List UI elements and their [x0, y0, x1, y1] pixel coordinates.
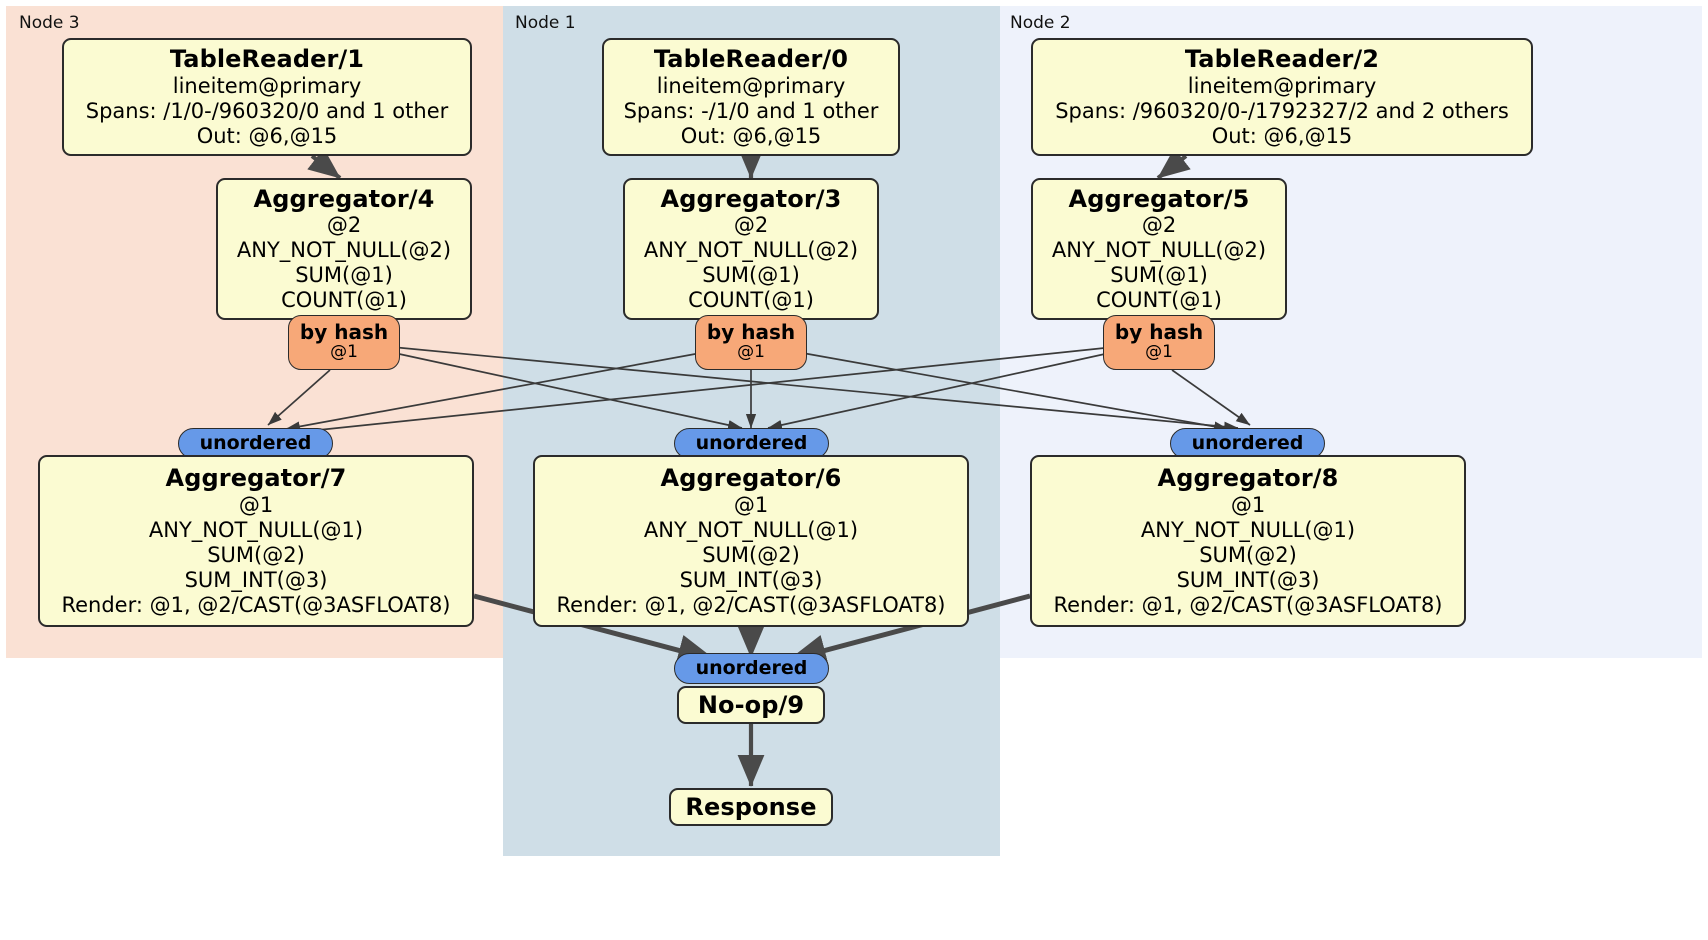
box-line: ANY_NOT_NULL(@1) [1140, 517, 1356, 542]
box-title: Response [685, 792, 817, 821]
box-line: SUM(@2) [702, 542, 800, 567]
box-line: SUM_INT(@3) [679, 567, 823, 592]
box-line: @2 [1141, 213, 1177, 238]
box-line: SUM(@1) [295, 263, 393, 288]
badge-label: by hash [1114, 320, 1204, 345]
panel-node-1-label: Node 1 [515, 13, 576, 33]
box-line: @2 [733, 213, 769, 238]
box-title: Aggregator/8 [1157, 464, 1339, 493]
box-line: SUM_INT(@3) [1176, 567, 1320, 592]
box-title: No-op/9 [697, 690, 805, 719]
box-aggregator-3[interactable]: Aggregator/3 @2 ANY_NOT_NULL(@2) SUM(@1)… [623, 178, 879, 320]
box-tablereader-2[interactable]: TableReader/2 lineitem@primary Spans: /9… [1031, 38, 1533, 156]
badge-sublabel: @1 [737, 342, 765, 363]
box-title: Aggregator/4 [253, 184, 435, 213]
panel-node-2-label: Node 2 [1010, 13, 1071, 33]
box-line: SUM(@1) [702, 263, 800, 288]
box-aggregator-5[interactable]: Aggregator/5 @2 ANY_NOT_NULL(@2) SUM(@1)… [1031, 178, 1287, 320]
box-line: ANY_NOT_NULL(@2) [643, 238, 859, 263]
box-line: SUM(@2) [1199, 542, 1297, 567]
badge-sublabel: @1 [330, 342, 358, 363]
box-line: Out: @6,@15 [1211, 123, 1353, 148]
box-line: lineitem@primary [172, 73, 362, 98]
box-aggregator-8[interactable]: Aggregator/8 @1 ANY_NOT_NULL(@1) SUM(@2)… [1030, 455, 1466, 627]
box-title: Aggregator/5 [1068, 184, 1250, 213]
box-aggregator-7[interactable]: Aggregator/7 @1 ANY_NOT_NULL(@1) SUM(@2)… [38, 455, 474, 627]
box-line: SUM(@2) [207, 542, 305, 567]
box-line: ANY_NOT_NULL(@2) [1051, 238, 1267, 263]
box-aggregator-6[interactable]: Aggregator/6 @1 ANY_NOT_NULL(@1) SUM(@2)… [533, 455, 969, 627]
box-line: ANY_NOT_NULL(@2) [236, 238, 452, 263]
badge-label: unordered [695, 432, 808, 454]
box-title: Aggregator/3 [660, 184, 842, 213]
panel-node-3-label: Node 3 [19, 13, 80, 33]
box-response[interactable]: Response [669, 788, 833, 826]
box-line: ANY_NOT_NULL(@1) [643, 517, 859, 542]
box-line: ANY_NOT_NULL(@1) [148, 517, 364, 542]
badge-unordered-noop-9[interactable]: unordered [674, 653, 829, 684]
badge-label: by hash [706, 320, 796, 345]
box-line: lineitem@primary [656, 73, 846, 98]
box-line: COUNT(@1) [1096, 288, 1222, 313]
box-line: COUNT(@1) [688, 288, 814, 313]
box-title: Aggregator/6 [660, 464, 842, 493]
badge-label: by hash [299, 320, 389, 345]
box-aggregator-4[interactable]: Aggregator/4 @2 ANY_NOT_NULL(@2) SUM(@1)… [216, 178, 472, 320]
box-line: Out: @6,@15 [680, 123, 822, 148]
badge-unordered-aggregator-6[interactable]: unordered [674, 428, 829, 459]
box-title: TableReader/2 [1184, 45, 1380, 74]
box-line: COUNT(@1) [281, 288, 407, 313]
box-line: Render: @1, @2/CAST(@3ASFLOAT8) [556, 592, 946, 617]
badge-by-hash-aggregator-5[interactable]: by hash @1 [1103, 315, 1215, 370]
box-line: lineitem@primary [1187, 73, 1377, 98]
badge-sublabel: @1 [1145, 342, 1173, 363]
box-line: @1 [733, 492, 769, 517]
box-noop-9[interactable]: No-op/9 [677, 686, 825, 724]
box-tablereader-0[interactable]: TableReader/0 lineitem@primary Spans: -/… [602, 38, 900, 156]
badge-by-hash-aggregator-3[interactable]: by hash @1 [695, 315, 807, 370]
box-line: @1 [1230, 492, 1266, 517]
box-title: Aggregator/7 [165, 464, 347, 493]
box-title: TableReader/0 [653, 45, 849, 74]
box-line: @2 [326, 213, 362, 238]
box-title: TableReader/1 [169, 45, 365, 74]
box-line: Spans: /960320/0-/1792327/2 and 2 others [1055, 98, 1509, 123]
box-line: Spans: /1/0-/960320/0 and 1 other [85, 98, 449, 123]
box-line: SUM(@1) [1110, 263, 1208, 288]
badge-label: unordered [199, 432, 312, 454]
badge-by-hash-aggregator-4[interactable]: by hash @1 [288, 315, 400, 370]
box-line: Render: @1, @2/CAST(@3ASFLOAT8) [61, 592, 451, 617]
box-tablereader-1[interactable]: TableReader/1 lineitem@primary Spans: /1… [62, 38, 472, 156]
badge-label: unordered [695, 657, 808, 679]
box-line: @1 [238, 492, 274, 517]
box-line: Out: @6,@15 [196, 123, 338, 148]
badge-label: unordered [1191, 432, 1304, 454]
box-line: Spans: -/1/0 and 1 other [623, 98, 879, 123]
box-line: Render: @1, @2/CAST(@3ASFLOAT8) [1053, 592, 1443, 617]
box-line: SUM_INT(@3) [184, 567, 328, 592]
